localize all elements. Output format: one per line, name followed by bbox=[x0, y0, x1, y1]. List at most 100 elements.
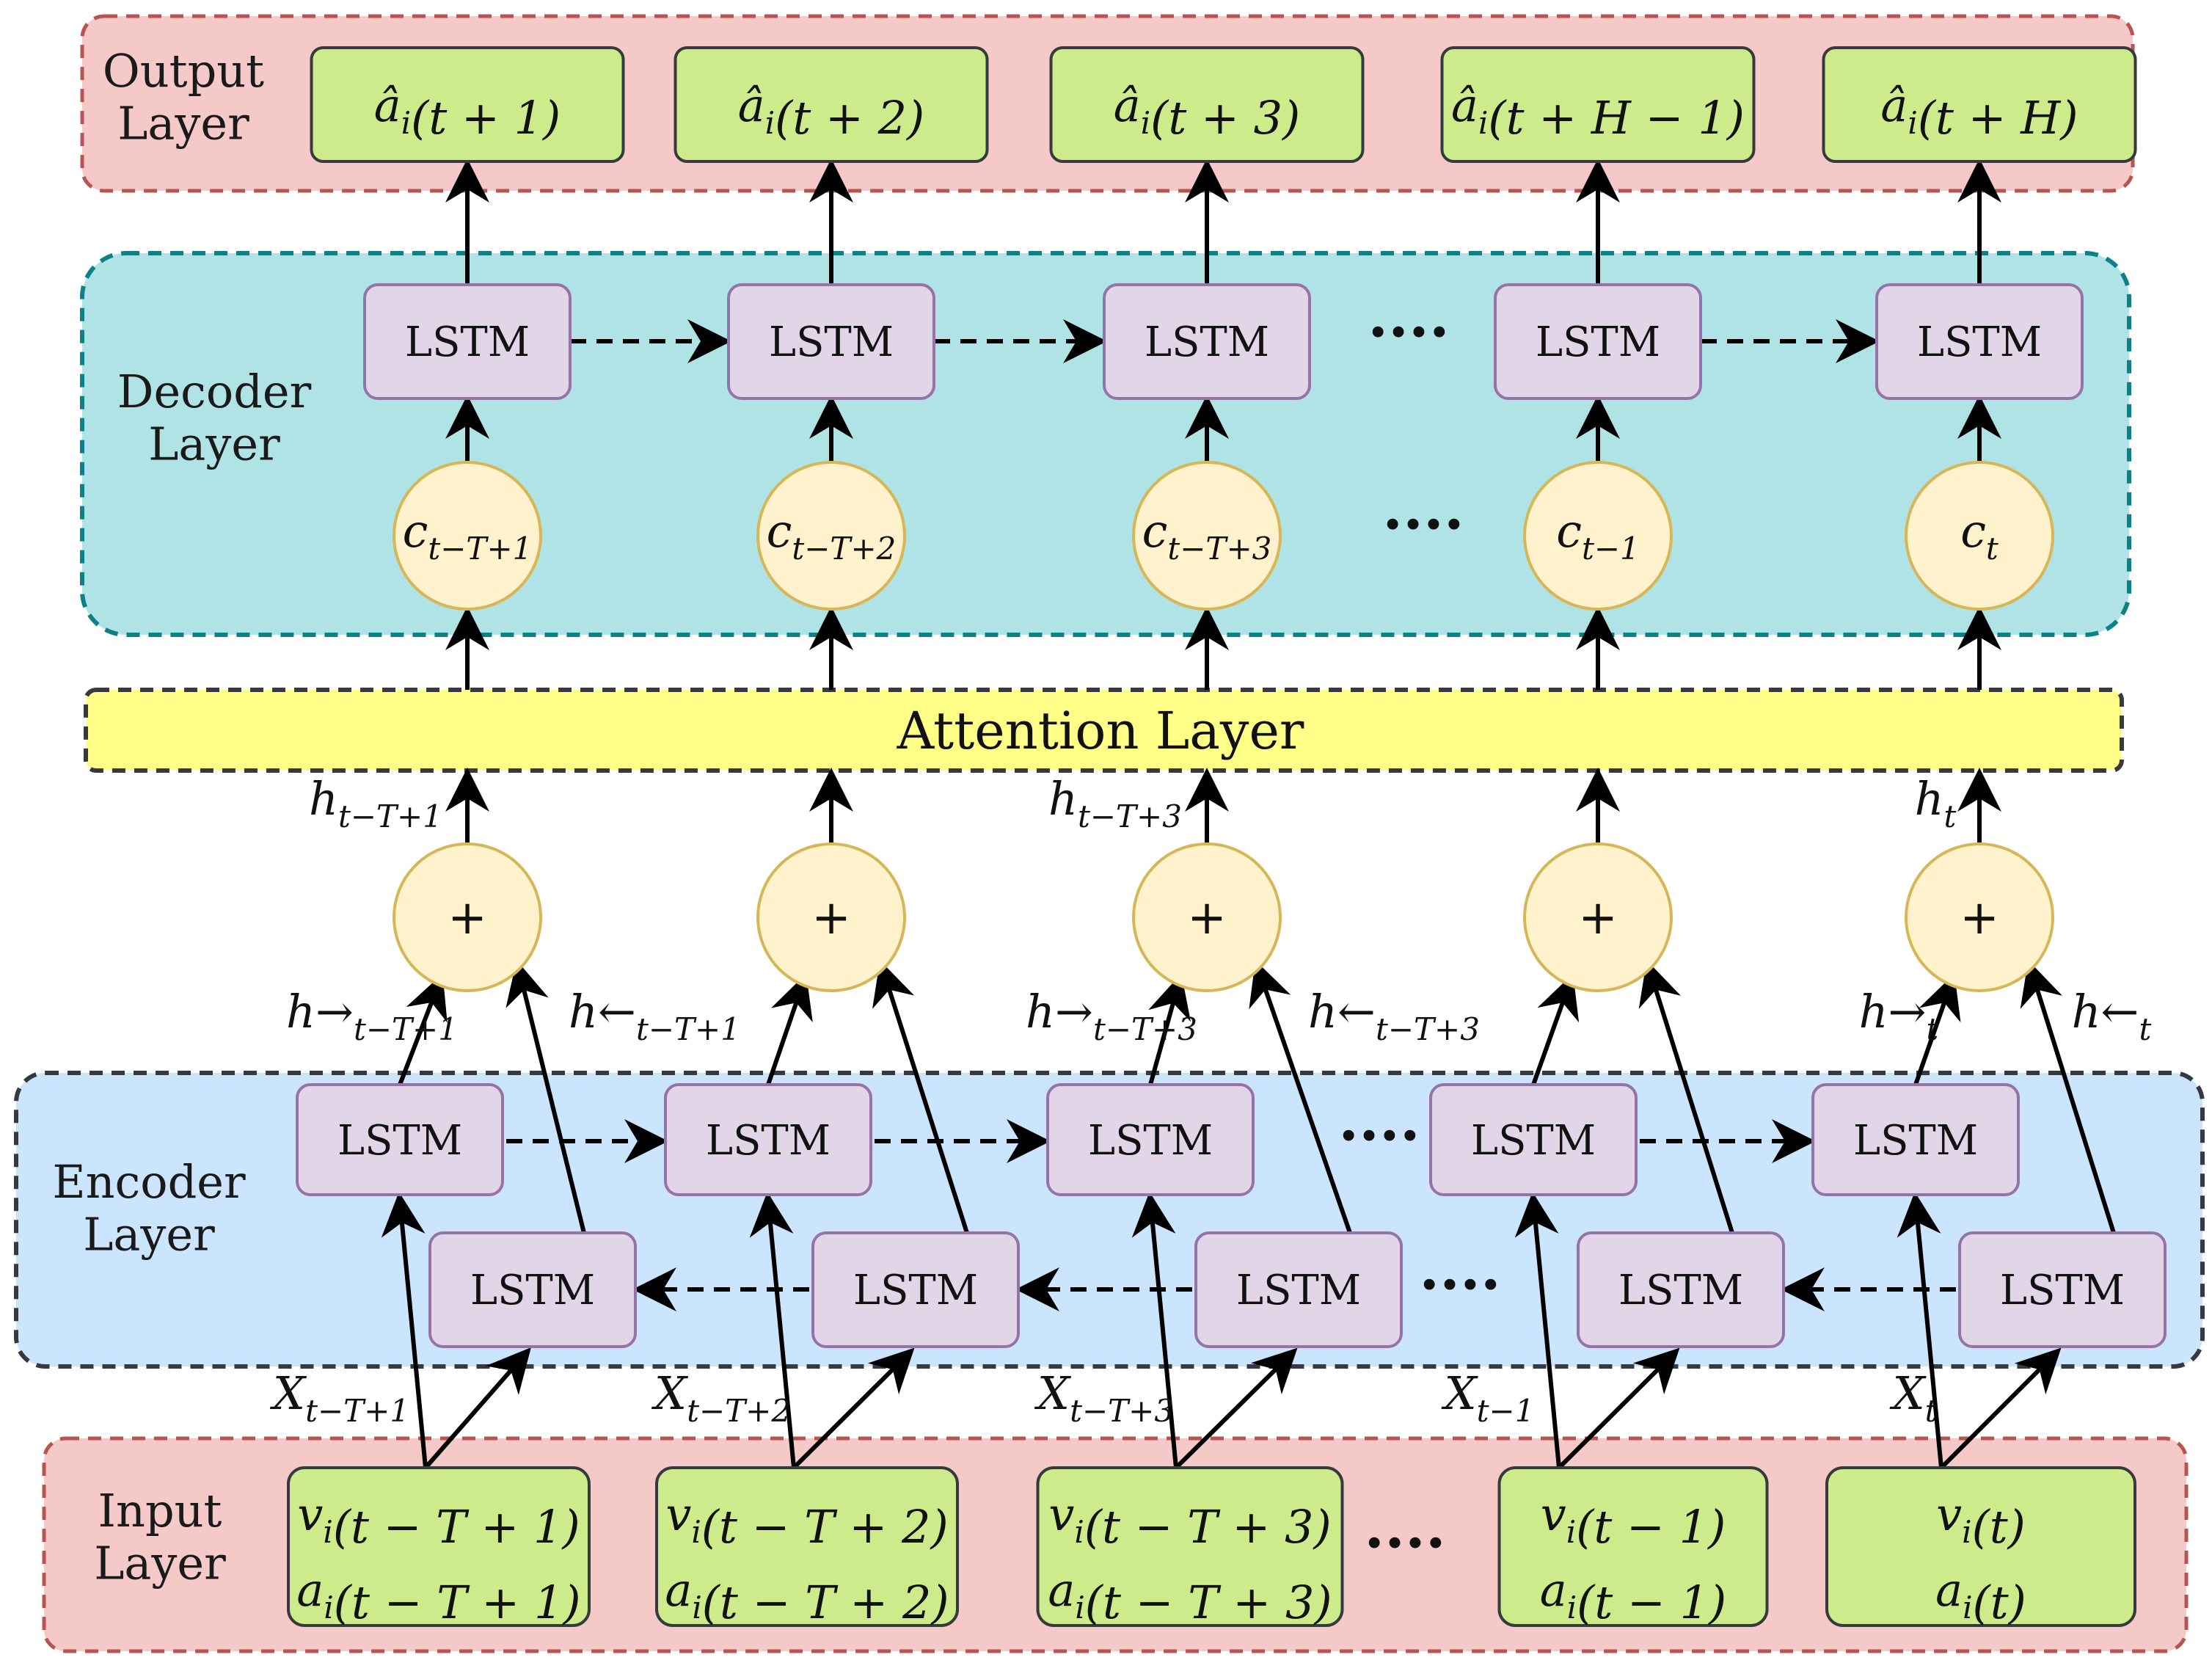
encoder-backward-lstm-label: LSTM bbox=[2000, 1267, 2125, 1314]
input-box-v-label: vi(t − T + 1) bbox=[297, 1488, 580, 1554]
decoder-ellipsis: ···· bbox=[1368, 297, 1449, 366]
encoder-backward-ellipsis: ···· bbox=[1419, 1250, 1500, 1319]
plus-node-label: + bbox=[1578, 891, 1618, 945]
input-box-a-label: ai(t − T + 1) bbox=[296, 1563, 580, 1629]
input-to-forward-arrow bbox=[381, 1192, 428, 1468]
output-box-label: âi(t + H − 1) bbox=[1451, 79, 1745, 145]
backward-hidden-label: h←t−T+1 bbox=[569, 985, 740, 1047]
decoder-lstm bbox=[363, 283, 572, 400]
encoder-forward-ellipsis: ···· bbox=[1338, 1101, 1420, 1170]
input-to-backward-arrow bbox=[1939, 1347, 2062, 1470]
input-box-v-label: vi(t) bbox=[1936, 1488, 2026, 1554]
output-box-label: âi(t + 1) bbox=[374, 79, 561, 145]
output-box bbox=[1049, 46, 1365, 163]
input-box bbox=[1825, 1466, 2136, 1627]
forward-hidden-arrow bbox=[766, 973, 813, 1085]
context-node bbox=[1523, 461, 1673, 611]
plus-node bbox=[393, 842, 542, 992]
encoder-forward-lstm-label: LSTM bbox=[337, 1117, 462, 1165]
context-node-label: ct−T+3 bbox=[1142, 504, 1272, 567]
output-box-label: âi(t + 3) bbox=[1114, 79, 1301, 145]
context-node bbox=[1905, 461, 2054, 611]
input-to-forward-arrow bbox=[1131, 1192, 1178, 1468]
forward-hidden-label: h→t bbox=[1859, 985, 1939, 1047]
context-node-label: ct−T+1 bbox=[403, 504, 533, 567]
decoder-lstm bbox=[1875, 283, 2084, 400]
attention-layer-label: Attention Layer bbox=[897, 701, 1304, 761]
input-x-label: Xt−T+1 bbox=[270, 1366, 409, 1429]
encoder-forward-lstm-label: LSTM bbox=[1853, 1117, 1978, 1165]
context-node bbox=[756, 461, 906, 611]
encoder-backward-lstm bbox=[811, 1231, 1020, 1348]
decoder-lstm-label: LSTM bbox=[1917, 318, 2042, 366]
encoder-forward-lstm bbox=[1429, 1083, 1638, 1196]
context-node bbox=[393, 461, 542, 611]
input-box-a-label: ai(t) bbox=[1935, 1563, 2026, 1629]
context-node-label: ct bbox=[1960, 504, 1999, 567]
input-to-backward-arrow bbox=[792, 1347, 915, 1470]
decoder-lstm bbox=[1103, 283, 1311, 400]
decoder-lstm-label: LSTM bbox=[405, 318, 530, 366]
plus-node bbox=[1132, 842, 1282, 992]
plus-node-label: + bbox=[448, 891, 487, 945]
hidden-state-label: ht bbox=[1915, 772, 1957, 834]
plus-node bbox=[1905, 842, 2054, 992]
input-to-backward-arrow bbox=[1174, 1347, 1298, 1470]
input-x-label: Xt bbox=[1889, 1366, 1937, 1429]
encoder-backward-lstm bbox=[1194, 1231, 1403, 1348]
input-to-backward-arrow bbox=[1557, 1347, 1680, 1470]
backward-hidden-label: h←t bbox=[2072, 985, 2152, 1047]
input-to-backward-arrow bbox=[423, 1347, 531, 1469]
hidden-state-label: ht−T+3 bbox=[1048, 772, 1182, 834]
plus-node-label: + bbox=[1960, 891, 1999, 945]
hidden-state-label: ht−T+1 bbox=[309, 772, 442, 834]
plus-node bbox=[1523, 842, 1673, 992]
backward-hidden-arrow bbox=[1638, 960, 1734, 1234]
input-box-a-label: ai(t − T + 2) bbox=[665, 1563, 949, 1629]
encoder-forward-lstm-label: LSTM bbox=[1471, 1117, 1596, 1165]
input-box-v-label: vi(t − T + 3) bbox=[1048, 1488, 1331, 1554]
input-box bbox=[287, 1466, 591, 1627]
output-box bbox=[310, 46, 625, 163]
input-box bbox=[655, 1466, 959, 1627]
input-x-label: Xt−T+2 bbox=[651, 1366, 791, 1429]
forward-hidden-label: h→t−T+1 bbox=[286, 985, 458, 1047]
output-box bbox=[674, 46, 989, 163]
input-to-forward-arrow bbox=[1514, 1192, 1561, 1468]
decoder-lstm-label: LSTM bbox=[769, 318, 894, 366]
backward-hidden-arrow bbox=[505, 960, 586, 1234]
output-box-label: âi(t + H) bbox=[1880, 79, 2078, 145]
forward-hidden-label: h→t−T+3 bbox=[1026, 985, 1197, 1047]
backward-hidden-label: h←t−T+3 bbox=[1308, 985, 1480, 1047]
encoder-forward-lstm bbox=[1811, 1083, 2020, 1196]
backward-hidden-arrow bbox=[2020, 960, 2116, 1234]
input-x-label: Xt−1 bbox=[1442, 1366, 1535, 1429]
input-box-a-label: ai(t − 1) bbox=[1540, 1563, 1727, 1629]
input-box bbox=[1036, 1466, 1344, 1627]
encoder-forward-lstm bbox=[664, 1083, 872, 1196]
encoder-forward-lstm bbox=[296, 1083, 504, 1196]
input-box-a-label: ai(t − T + 3) bbox=[1048, 1563, 1332, 1629]
encoder-forward-lstm-label: LSTM bbox=[706, 1117, 831, 1165]
encoder-backward-lstm bbox=[1958, 1231, 2167, 1348]
decoder-lstm bbox=[1494, 283, 1702, 400]
plus-node bbox=[756, 842, 906, 992]
output-box bbox=[1822, 46, 2137, 163]
forward-hidden-arrow bbox=[1913, 973, 1961, 1085]
encoder-backward-lstm bbox=[1577, 1231, 1785, 1348]
context-node-label: ct−T+2 bbox=[767, 504, 897, 567]
context-ellipsis: ···· bbox=[1382, 489, 1464, 558]
input-to-forward-arrow bbox=[1897, 1192, 1943, 1468]
backward-hidden-arrow bbox=[1249, 960, 1352, 1234]
context-node bbox=[1132, 461, 1282, 611]
input-to-forward-arrow bbox=[749, 1192, 796, 1468]
encoder-backward-lstm-label: LSTM bbox=[853, 1267, 978, 1314]
input-box-v-label: vi(t − 1) bbox=[1541, 1488, 1726, 1554]
plus-node-label: + bbox=[811, 891, 851, 945]
decoder-lstm-label: LSTM bbox=[1536, 318, 1660, 366]
decoder-lstm bbox=[727, 283, 935, 400]
backward-hidden-arrow bbox=[872, 960, 969, 1234]
